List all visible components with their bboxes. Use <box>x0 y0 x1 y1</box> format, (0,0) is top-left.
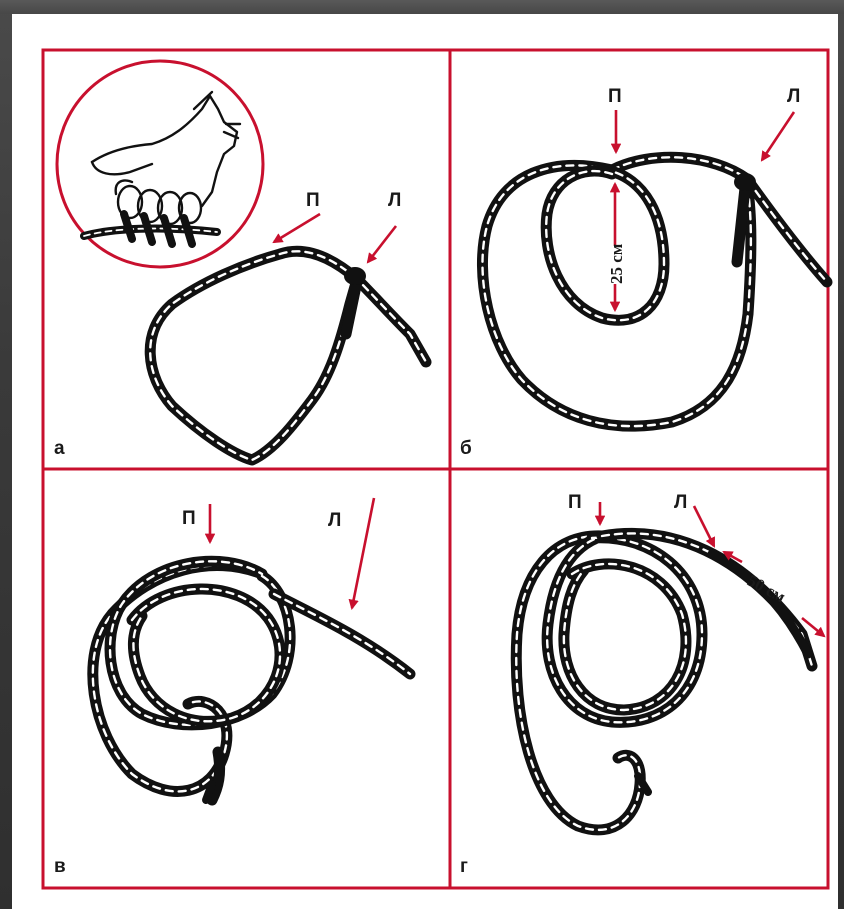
panel-g: 50 см П Л г <box>460 492 824 877</box>
panel-letter-b: б <box>460 438 472 459</box>
label-l: Л <box>388 190 401 211</box>
label-p: П <box>608 86 622 107</box>
panel-letter-v: в <box>54 856 66 877</box>
slide-top-edge <box>0 0 844 14</box>
label-l: Л <box>674 492 687 513</box>
arrow-l-g <box>694 506 714 546</box>
panel-a: П Л а <box>54 61 426 460</box>
arrow-p-a <box>274 214 320 242</box>
arrow-l-b <box>762 112 794 160</box>
rope-loop-a <box>150 251 426 460</box>
panel-letter-a: а <box>54 438 65 459</box>
diagram-card: П Л а 25 см П Л б <box>12 14 838 909</box>
arrow-l-a <box>368 226 396 262</box>
hand-inset <box>57 61 263 267</box>
panel-v: П Л в <box>54 498 410 877</box>
rope-coil-v <box>93 561 410 800</box>
label-p: П <box>182 508 196 529</box>
label-l: Л <box>787 86 800 107</box>
arrow-l-v <box>352 498 374 608</box>
panel-b: 25 см П Л б <box>460 86 827 459</box>
rope-coiling-diagram: П Л а 25 см П Л б <box>12 14 838 909</box>
rope-loops-b <box>482 157 827 426</box>
label-p: П <box>568 492 582 513</box>
panel-letter-g: г <box>460 856 468 877</box>
measurement-label: 25 см <box>607 243 626 284</box>
label-l: Л <box>328 510 341 531</box>
label-p: П <box>306 190 320 211</box>
measurement-label: 50 см <box>744 571 789 607</box>
